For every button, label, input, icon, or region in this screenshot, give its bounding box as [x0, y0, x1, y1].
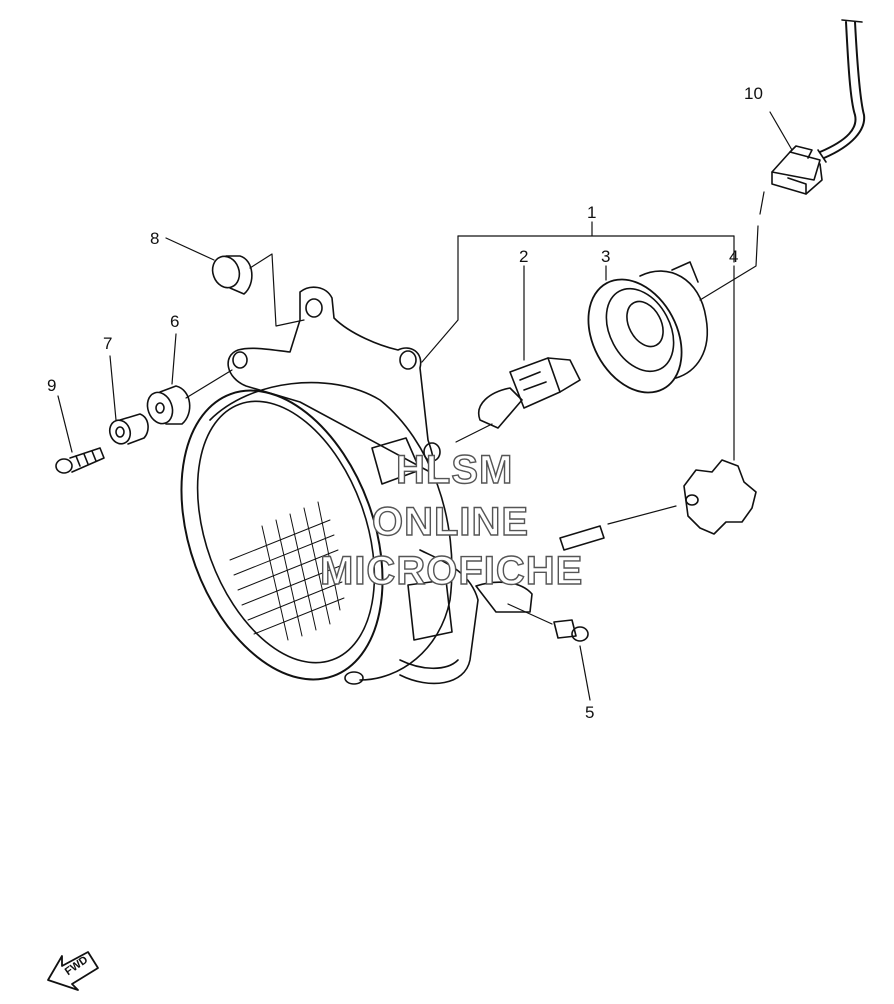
- long-bolt: [559, 525, 605, 551]
- socket-cover: [587, 261, 708, 394]
- callout-9: 9: [47, 376, 57, 395]
- rubber-boot: [683, 459, 757, 535]
- callout-2: 2: [519, 247, 529, 266]
- grommet: [211, 255, 253, 295]
- headlight-assembly: [180, 381, 533, 685]
- bulb: [477, 357, 581, 429]
- forward-arrow-icon: [47, 951, 99, 991]
- callout-10: 10: [744, 84, 763, 103]
- bolt: [553, 619, 589, 642]
- watermark-line-3: MICROFICHE: [319, 548, 584, 593]
- screw: [55, 447, 105, 474]
- damper: [146, 385, 191, 425]
- leader-lines: [57, 111, 793, 701]
- collar: [108, 413, 149, 445]
- callout-1: 1: [587, 203, 597, 222]
- callout-7: 7: [103, 334, 113, 353]
- watermark-line-1: HLSM: [395, 447, 514, 492]
- mounting-bracket: [227, 286, 434, 473]
- wire-harness-connector: [771, 19, 866, 195]
- callout-6: 6: [170, 312, 180, 331]
- callout-4: 4: [729, 247, 739, 266]
- watermark-line-2: ONLINE: [371, 499, 530, 544]
- callout-8: 8: [150, 229, 160, 248]
- callout-5: 5: [585, 703, 595, 722]
- callout-3: 3: [601, 247, 611, 266]
